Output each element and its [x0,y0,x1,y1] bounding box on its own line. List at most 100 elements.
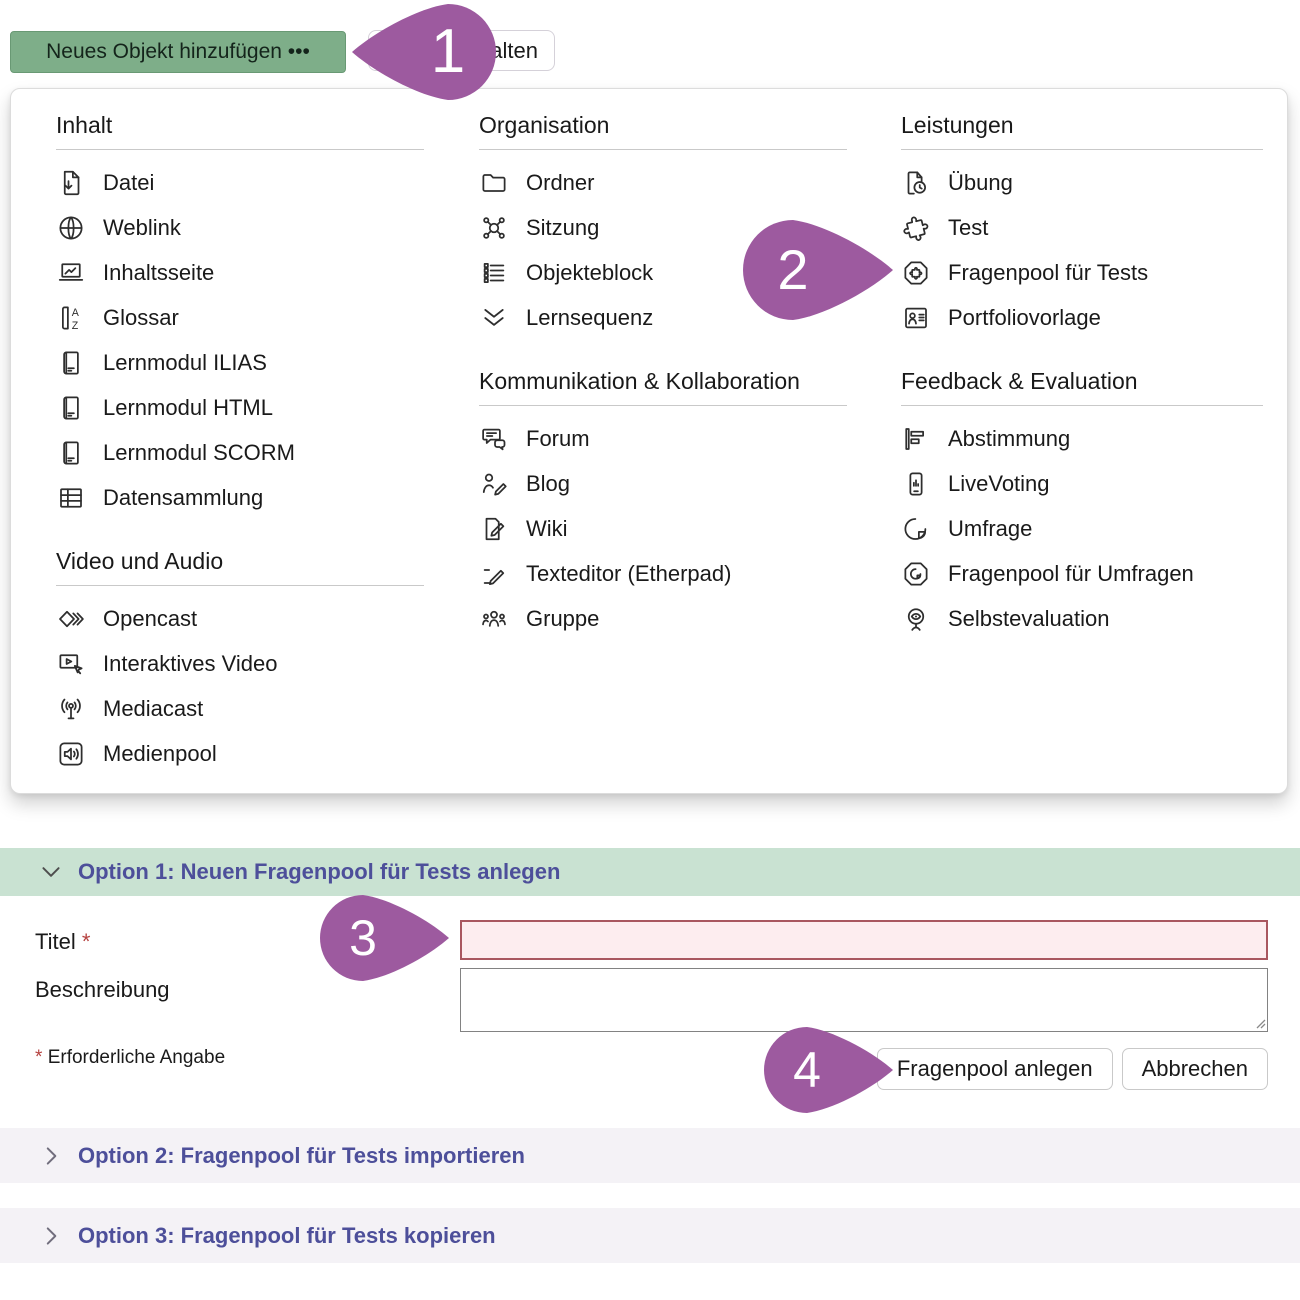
menu-group-title: Organisation [479,111,847,150]
menu-item-lernmodul-html[interactable]: Lernmodul HTML [56,386,424,431]
menu-item-opencast[interactable]: Opencast [56,597,424,642]
menu-item-label: Sitzung [526,215,600,241]
svg-text:Z: Z [72,320,79,332]
menu-item-lernsequenz[interactable]: Lernsequenz [479,296,847,341]
interactive-video-icon [56,649,86,679]
menu-item-fragenpool-für-tests[interactable]: Fragenpool für Tests [901,251,1263,296]
callout-number: 2 [777,238,809,301]
menu-item-label: Datensammlung [103,485,264,511]
menu-item-ordner[interactable]: Ordner [479,161,847,206]
description-field-wrap [460,968,1268,1032]
menu-item-übung[interactable]: Übung [901,161,1263,206]
menu-item-interaktives-video[interactable]: Interaktives Video [56,642,424,687]
page-clock-icon [901,168,931,198]
menu-item-fragenpool-für-umfragen[interactable]: Fragenpool für Umfragen [901,552,1263,597]
chevron-right-icon [46,1146,57,1165]
menu-item-mediacast[interactable]: Mediacast [56,687,424,732]
menu-item-label: Gruppe [526,606,600,631]
menu-item-texteditor-etherpad[interactable]: Texteditor (Etherpad) [479,552,847,597]
bars-icon [901,424,931,454]
cancel-button[interactable]: Abbrechen [1121,1048,1268,1090]
callout-number: 4 [793,1042,821,1098]
menu-item-label: Fragenpool für Tests [948,260,1149,286]
puzzle-octagon-icon [901,258,931,288]
menu-item-sitzung[interactable]: Sitzung [479,206,847,251]
menu-item-label: Interaktives Video [103,651,278,676]
menu-item-label: Test [948,215,989,241]
speaker-icon [56,739,86,769]
book-icon [56,393,86,423]
menu-item-label: LiveVoting [948,471,1050,496]
accordion-title: Option 3: Fragenpool für Tests kopieren [78,1222,496,1248]
callout-2: 2 [743,220,893,320]
globe-icon [56,213,86,243]
menu-item-selbstevaluation[interactable]: Selbstevaluation [901,597,1263,642]
callout-1: 1 [352,4,496,100]
menu-item-portfoliovorlage[interactable]: Portfoliovorlage [901,296,1263,341]
menu-item-objekteblock[interactable]: Objekteblock [479,251,847,296]
pie-icon [901,514,931,544]
network-icon [479,213,509,243]
puzzle-icon [901,213,931,243]
menu-item-test[interactable]: Test [901,206,1263,251]
callout-teardrop-right [743,220,893,320]
description-label: Beschreibung [35,977,170,1002]
callout-number: 1 [430,17,466,86]
pen-line-icon [479,559,509,589]
accordion-title: Option 2: Fragenpool für Tests importier… [78,1142,525,1168]
menu-item-gruppe[interactable]: Gruppe [479,597,847,642]
chat-bubbles-icon [479,424,509,454]
menu-group-title: Kommunikation & Kollabo­ration [479,367,847,406]
menu-item-label: Selbstevaluation [948,606,1110,631]
menu-item-label: Inhaltsseite [103,260,215,286]
required-asterisk: * [81,929,91,954]
menu-item-label: Lernmodul HTML [103,395,273,421]
required-asterisk: * [35,1047,43,1068]
person-pen-icon [479,469,509,499]
menu-group-title: Feedback & Evaluation [901,367,1263,406]
menu-item-abstimmung[interactable]: Abstimmung [901,417,1263,462]
menu-item-label: Texteditor (Etherpad) [526,561,732,586]
menu-item-inhaltsseite[interactable]: Inhaltsseite [56,251,424,296]
form-buttons: Fragenpool anlegen Abbrechen [876,1048,1268,1090]
menu-item-medienpool[interactable]: Medienpool [56,732,424,777]
menu-item-forum[interactable]: Forum [479,417,847,462]
menu-item-label: Lernmodul ILIAS [103,350,267,376]
menu-item-weblink[interactable]: Weblink [56,206,424,251]
create-question-pool-button[interactable]: Fragenpool anlegen [876,1048,1113,1090]
phone-chart-icon [901,469,931,499]
opencast-icon [56,604,86,634]
menu-item-label: Portfoliovorlage [948,305,1101,331]
title-input[interactable] [460,920,1268,960]
menu-item-label: Lernsequenz [526,305,654,331]
menu-item-label: Ordner [526,170,595,196]
menu-item-datei[interactable]: Datei [56,161,424,206]
callout-teardrop-right [320,895,449,981]
menu-item-datensammlung[interactable]: Datensammlung [56,476,424,521]
menu-item-livevoting[interactable]: LiveVoting [901,462,1263,507]
resize-grip-icon[interactable] [1254,1017,1266,1029]
callout-3: 3 [320,895,449,981]
accordion-option-2[interactable]: Option 2: Fragenpool für Tests importier… [0,1128,1300,1183]
accordion-option-3[interactable]: Option 3: Fragenpool für Tests kopieren [0,1208,1300,1263]
menu-item-label: Opencast [103,606,198,631]
menu-item-lernmodul-ilias[interactable]: Lernmodul ILIAS [56,341,424,386]
add-object-button[interactable]: Neues Objekt hinzufügen ••• [10,31,346,73]
menu-item-lernmodul-scorm[interactable]: Lernmodul SCORM [56,431,424,476]
menu-item-umfrage[interactable]: Umfrage [901,507,1263,552]
menu-item-blog[interactable]: Blog [479,462,847,507]
accordion-option-1[interactable]: Option 1: Neuen Fragenpool für Tests anl… [0,848,1300,896]
chevron-down-icon [42,867,60,877]
menu-item-wiki[interactable]: Wiki [479,507,847,552]
menu-item-label: Blog [526,471,571,496]
description-input[interactable] [460,968,1268,1032]
broadcast-icon [56,694,86,724]
menu-item-label: Weblink [103,215,181,241]
chevron-right-icon [46,1226,57,1245]
list-blocks-icon [479,258,509,288]
